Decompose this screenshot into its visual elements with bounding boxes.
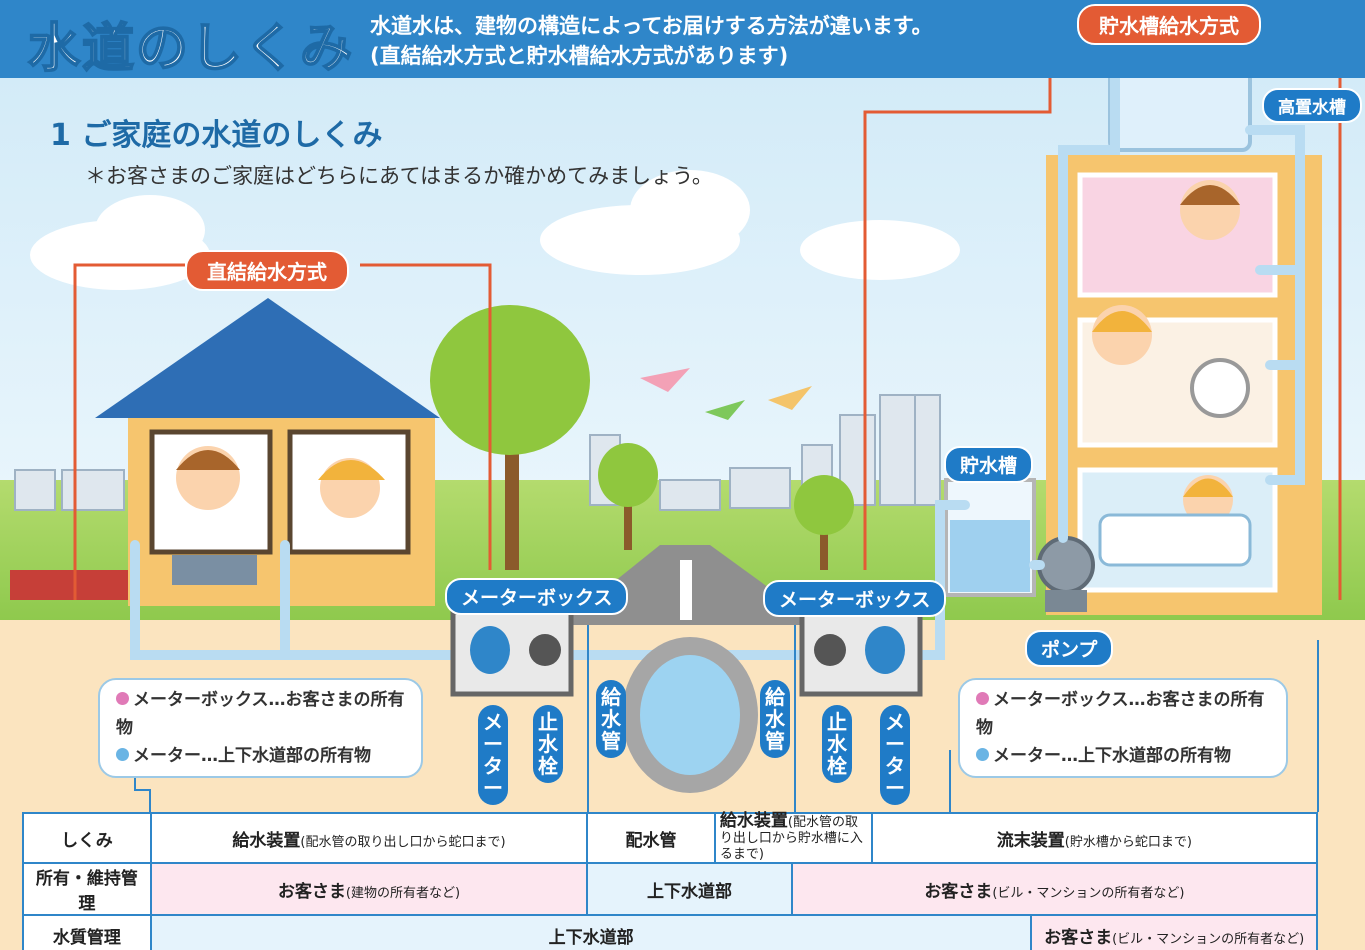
table-row-mechanism: しくみ 給水装置(配水管の取り出し口から蛇口まで) 配水管 給水装置(配水管の取… (22, 812, 1319, 864)
row-head-quality: 水質管理 (22, 914, 152, 950)
pump (1037, 536, 1095, 612)
meter-box-left (450, 609, 574, 697)
blue-dot-icon (116, 748, 129, 761)
direct-supply-label: 直結給水方式 (185, 250, 349, 291)
row-head-ownership: 所有・維持管理 (22, 862, 152, 916)
meter-box-right (799, 609, 923, 697)
meter-label-left: メーター (478, 705, 508, 805)
pink-dot-icon (116, 692, 129, 705)
cell-end-device: 流末装置(貯水槽から蛇口まで) (870, 812, 1319, 864)
meter-box-left-label: メーターボックス (445, 578, 629, 615)
elevated-tank-label: 高置水槽 (1262, 88, 1362, 123)
apartment-building (1046, 66, 1322, 615)
cell-supply-device-tank: 給水装置(配水管の取り出し口から貯水槽に入るまで) (713, 812, 873, 864)
ownership-table: しくみ 給水装置(配水管の取り出し口から蛇口まで) 配水管 給水装置(配水管の取… (22, 812, 1319, 950)
stop-valve-label-left: 止水栓 (533, 705, 563, 783)
intro-line-2: (直結給水方式と貯水槽給水方式があります) (370, 44, 789, 68)
supply-pipe-label-right: 給水管 (760, 680, 790, 758)
stop-valve-label-right: 止水栓 (822, 705, 852, 783)
meter-label-right: メーター (880, 705, 910, 805)
storage-tank-label: 貯水槽 (944, 446, 1034, 483)
section-note: ＊お客さまのご家庭はどちらにあてはまるか確かめてみましょう。 (85, 164, 713, 188)
callout-right-line1: メーターボックス…お客さまの所有物 (976, 690, 1265, 738)
callout-left-line2: メーター…上下水道部の所有物 (133, 746, 371, 766)
row-head-mechanism: しくみ (22, 812, 152, 864)
cell-quality-building: お客さま(ビル・マンションの所有者など) (1030, 914, 1318, 950)
blue-dot-icon (976, 748, 989, 761)
cell-distribution-pipe: 配水管 (586, 812, 716, 864)
tank-supply-label: 貯水槽給水方式 (1077, 4, 1261, 45)
distribution-main (622, 637, 758, 793)
callout-right: メーターボックス…お客さまの所有物 メーター…上下水道部の所有物 (958, 678, 1288, 778)
page-logo: 水道のしくみ (27, 17, 355, 80)
city-buildings (14, 394, 941, 511)
birds (640, 368, 812, 420)
intro-line-1: 水道水は、建物の構造によってお届けする方法が違います。 (370, 14, 933, 38)
cell-owner-building: お客さま(ビル・マンションの所有者など) (790, 862, 1319, 916)
storage-tank (944, 478, 1036, 597)
cell-owner-customer: お客さま(建物の所有者など) (149, 862, 589, 916)
table-row-quality: 水質管理 上下水道部 お客さま(ビル・マンションの所有者など) (22, 914, 1318, 950)
callout-left-line1: メーターボックス…お客さまの所有物 (116, 690, 405, 738)
trees (430, 305, 854, 570)
table-row-ownership: 所有・維持管理 お客さま(建物の所有者など) 上下水道部 お客さま(ビル・マンシ… (22, 862, 1319, 916)
pink-dot-icon (976, 692, 989, 705)
house (95, 298, 440, 606)
supply-pipe-label-left: 給水管 (596, 680, 626, 758)
cell-owner-waterworks: 上下水道部 (586, 862, 793, 916)
section-title: 1 ご家庭の水道のしくみ (50, 118, 383, 153)
cell-supply-device: 給水装置(配水管の取り出し口から蛇口まで) (149, 812, 589, 864)
meter-box-right-label: メーターボックス (763, 580, 947, 617)
pump-label: ポンプ (1025, 630, 1114, 667)
cell-quality-waterworks: 上下水道部 (149, 914, 1033, 950)
callout-right-line2: メーター…上下水道部の所有物 (993, 746, 1231, 766)
callout-left: メーターボックス…お客さまの所有物 メーター…上下水道部の所有物 (98, 678, 423, 778)
flower-bed (10, 570, 128, 600)
